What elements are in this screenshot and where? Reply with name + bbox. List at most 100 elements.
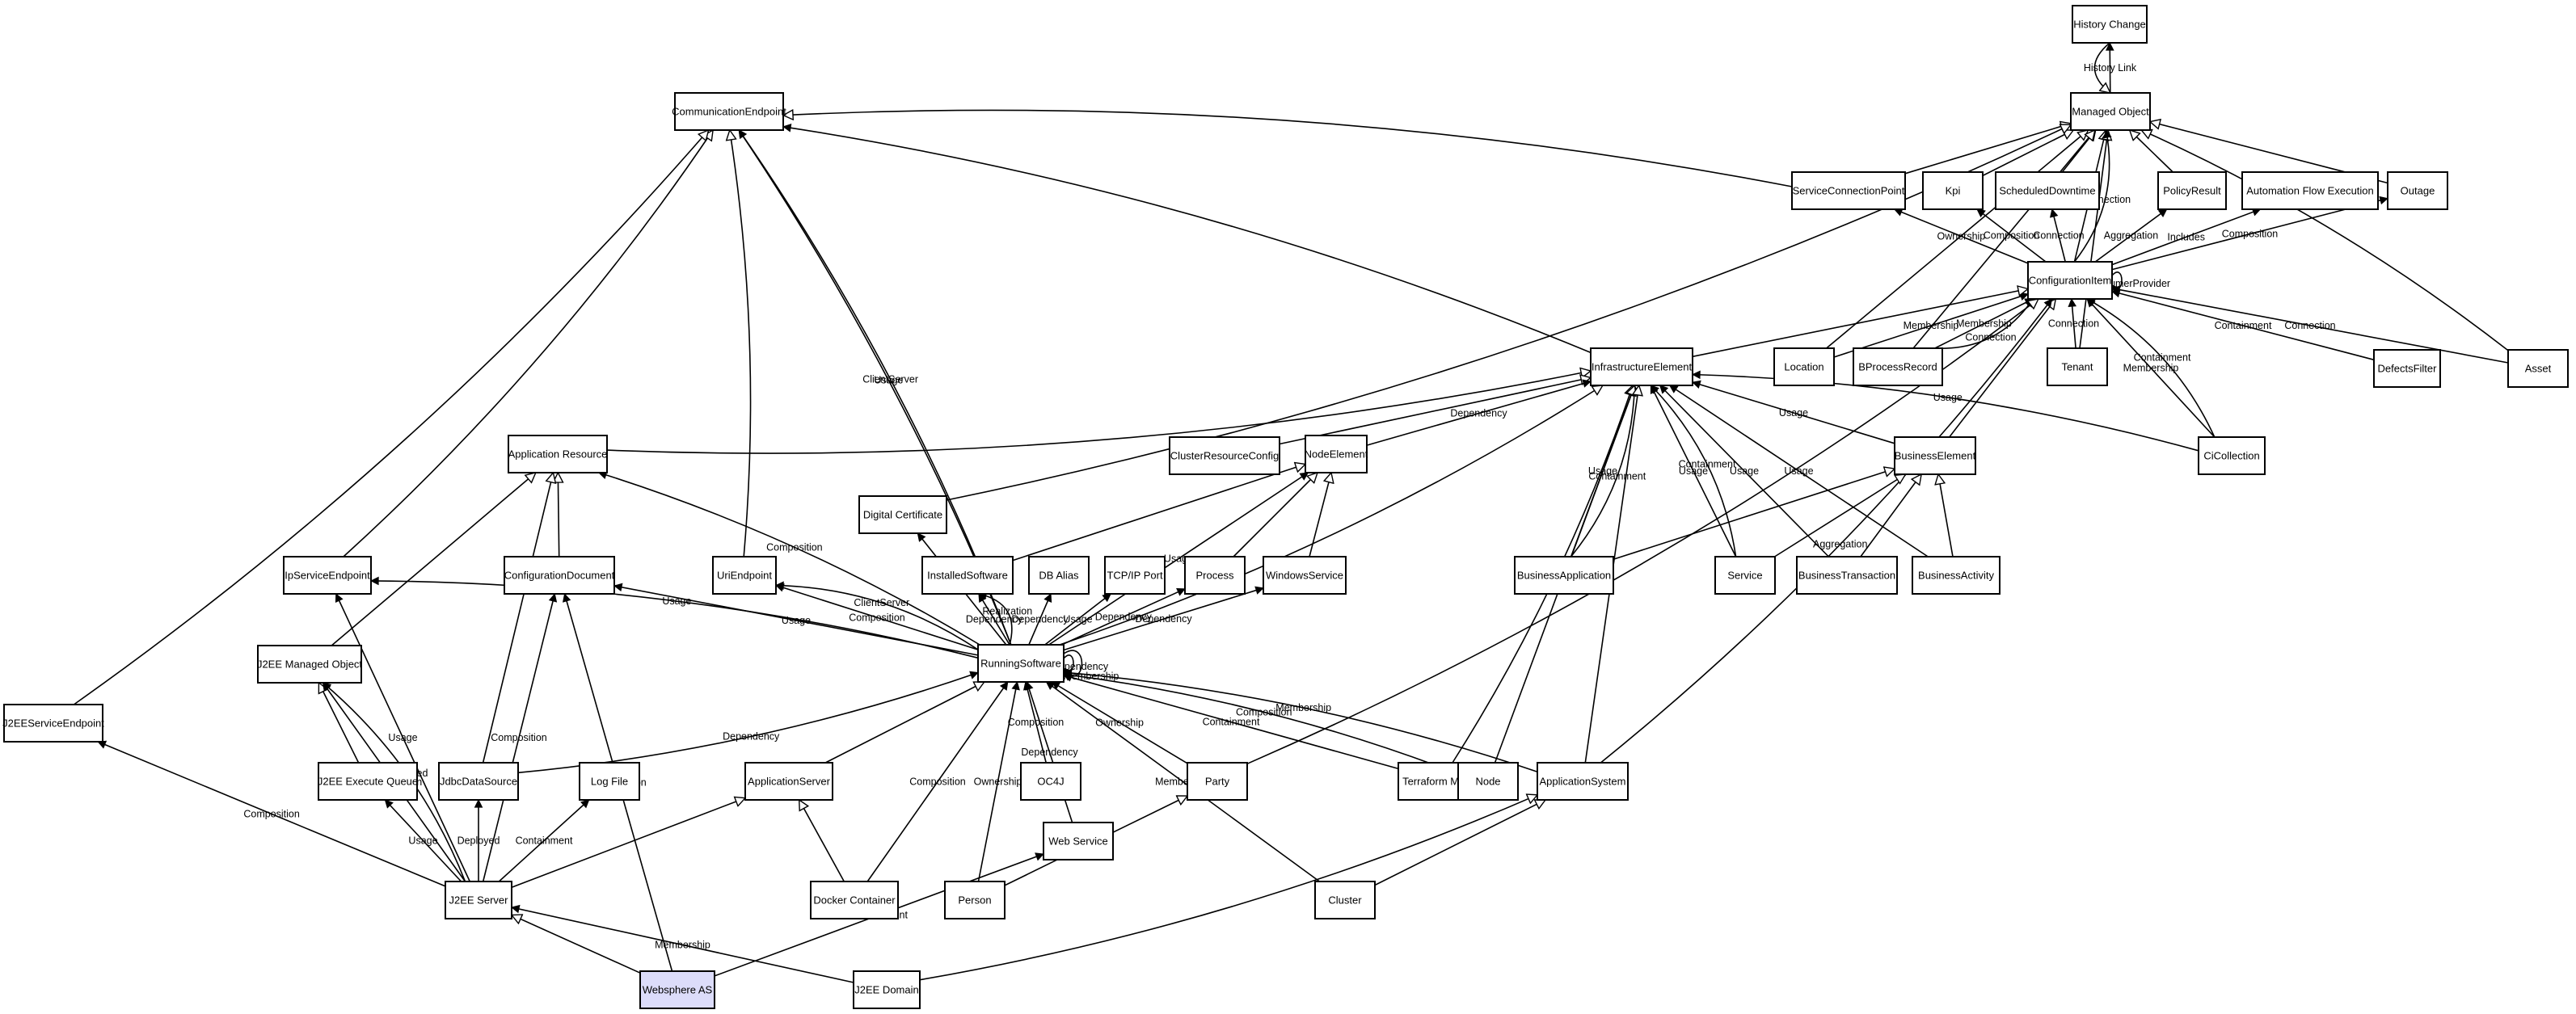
node-cluster[interactable]: Cluster xyxy=(1314,881,1376,919)
edge-scheduled-downtime-to-managed-object xyxy=(2061,130,2095,173)
node-j2eeserviceendpoint[interactable]: J2EEServiceEndpoint xyxy=(2,704,104,743)
edge-label: Usage xyxy=(1063,614,1092,625)
edge-party-to-running-software-ownership: Ownership xyxy=(1052,681,1188,764)
node-businessapplication[interactable]: BusinessApplication xyxy=(1514,556,1614,595)
edge-label: Realization xyxy=(982,606,1032,617)
node-applicationsystem[interactable]: ApplicationSystem xyxy=(1537,762,1629,801)
node-tcp-ip-port[interactable]: TCP/IP Port xyxy=(1104,556,1166,595)
edge-running-software-to-process-dependency: Dependency xyxy=(1061,589,1185,646)
edge-running-software-to-db-alias-dependency: Dependency xyxy=(1011,594,1069,646)
node-label: ConfigurationItem xyxy=(2029,275,2112,287)
node-nodeelement[interactable]: NodeElement xyxy=(1305,435,1368,473)
node-uriendpoint[interactable]: UriEndpoint xyxy=(712,556,777,595)
edge-line xyxy=(1693,375,2199,452)
node-location[interactable]: Location xyxy=(1773,347,1835,386)
node-websphere-as[interactable]: Websphere AS xyxy=(639,970,715,1009)
edge-jdbc-data-source-to-application-resource xyxy=(482,473,554,764)
node-label: PolicyResult xyxy=(2163,185,2221,197)
node-configurationitem[interactable]: ConfigurationItem xyxy=(2027,261,2113,300)
node-box xyxy=(712,556,777,595)
node-j2ee-domain[interactable]: J2EE Domain xyxy=(853,970,921,1009)
node-jdbcdatasource[interactable]: JdbcDataSource xyxy=(438,762,519,801)
node-history-change[interactable]: History Change xyxy=(2072,5,2148,44)
edge-label: Containment xyxy=(516,835,573,847)
node-box xyxy=(639,970,715,1009)
node-docker-container[interactable]: Docker Container xyxy=(810,881,899,919)
edge-bprocess-record-to-configuration-item-membership: Membership xyxy=(1934,298,2033,349)
node-scheduleddowntime[interactable]: ScheduledDowntime xyxy=(1995,171,2100,210)
edge-line xyxy=(866,682,1009,882)
node-bprocessrecord[interactable]: BProcessRecord xyxy=(1853,347,1943,386)
edge-line xyxy=(73,130,708,705)
node-runningsoftware[interactable]: RunningSoftware xyxy=(977,644,1065,683)
node-label: DB Alias xyxy=(1039,570,1079,582)
edge-label: Containment xyxy=(1203,717,1260,728)
node-businesstransaction[interactable]: BusinessTransaction xyxy=(1796,556,1898,595)
node-defectsfilter[interactable]: DefectsFilter xyxy=(2373,349,2441,388)
node-box xyxy=(1263,556,1347,595)
node-box xyxy=(1184,556,1246,595)
node-applicationserver[interactable]: ApplicationServer xyxy=(744,762,833,801)
edge-policy-result-to-managed-object xyxy=(2130,130,2173,173)
node-label: Automation Flow Execution xyxy=(2246,185,2374,197)
edge-person-to-running-software-ownership: Ownership xyxy=(974,682,1022,882)
edge-j2ee-domain-to-j2ee-server-membership: Membership xyxy=(512,907,854,983)
node-application-resource[interactable]: Application Resource xyxy=(508,435,608,473)
node-box xyxy=(810,881,899,919)
edge-service-to-infrastructure-element-usage: Usage xyxy=(1650,385,1737,557)
edge-label: Usage xyxy=(1933,392,1963,403)
node-box xyxy=(1514,556,1614,595)
node-windowsservice[interactable]: WindowsService xyxy=(1263,556,1347,595)
node-serviceconnectionpoint[interactable]: ServiceConnectionPoint xyxy=(1791,171,1906,210)
node-db-alias[interactable]: DB Alias xyxy=(1028,556,1090,595)
edge-node-element-to-infrastructure-element-dependency: Dependency xyxy=(1366,381,1591,446)
edge-line xyxy=(1938,474,1954,557)
edge-j2ee-execute-queue-to-j2ee-managed-object xyxy=(318,683,360,764)
node-person[interactable]: Person xyxy=(944,881,1006,919)
node-businesselement[interactable]: BusinessElement xyxy=(1894,436,1976,475)
node-label: J2EE Server xyxy=(449,894,509,907)
node-managed-object[interactable]: Managed Object xyxy=(2070,92,2151,131)
node-communicationendpoint[interactable]: CommunicationEndpoint xyxy=(672,92,786,131)
edge-line xyxy=(371,581,979,659)
node-ipserviceendpoint[interactable]: IpServiceEndpoint xyxy=(283,556,372,595)
node-label: BProcessRecord xyxy=(1858,361,1937,373)
edge-label: Usage xyxy=(1679,465,1708,477)
node-businessactivity[interactable]: BusinessActivity xyxy=(1912,556,2001,595)
node-box xyxy=(1305,435,1368,473)
edge-line xyxy=(2141,130,2509,351)
node-configurationdocument[interactable]: ConfigurationDocument xyxy=(504,556,615,595)
node-policyresult[interactable]: PolicyResult xyxy=(2157,171,2227,210)
node-kpi[interactable]: Kpi xyxy=(1922,171,1984,210)
node-j2ee-execute-queue[interactable]: J2EE Execute Queue xyxy=(318,762,418,801)
edge-line xyxy=(1977,208,2047,263)
node-asset[interactable]: Asset xyxy=(2507,349,2569,388)
node-web-service[interactable]: Web Service xyxy=(1043,822,1114,860)
node-digital-certificate[interactable]: Digital Certificate xyxy=(858,495,947,534)
node-process[interactable]: Process xyxy=(1184,556,1246,595)
edge-line xyxy=(558,473,559,557)
node-infrastructureelement[interactable]: InfrastructureElement xyxy=(1590,347,1693,386)
node-j2ee-managed-object[interactable]: J2EE Managed Object xyxy=(257,645,362,684)
node-oc4j[interactable]: OC4J xyxy=(1020,762,1081,801)
edge-label: Usage xyxy=(1779,407,1808,419)
node-clusterresourceconfig[interactable]: ClusterResourceConfig xyxy=(1169,436,1280,475)
edge-process-to-node-element xyxy=(1233,473,1318,557)
node-cicollection[interactable]: CiCollection xyxy=(2198,436,2266,475)
node-node[interactable]: Node xyxy=(1457,762,1519,801)
edge-jdbc-data-source-to-running-software-dependency: Dependency xyxy=(517,673,978,774)
node-installedsoftware[interactable]: InstalledSoftware xyxy=(921,556,1014,595)
node-tenant[interactable]: Tenant xyxy=(2047,347,2108,386)
node-j2ee-server[interactable]: J2EE Server xyxy=(445,881,512,919)
node-outage[interactable]: Outage xyxy=(2387,171,2448,210)
node-label: J2EE Execute Queue xyxy=(318,776,418,788)
edge-configuration-item-to-kpi-composition: Composition xyxy=(1977,208,2047,263)
node-box xyxy=(1537,762,1629,801)
node-automation-flow-execution[interactable]: Automation Flow Execution xyxy=(2241,171,2379,210)
edge-line xyxy=(1064,674,1459,775)
edge-line xyxy=(343,130,713,557)
node-party[interactable]: Party xyxy=(1187,762,1248,801)
node-label: Tenant xyxy=(2061,361,2093,373)
node-service[interactable]: Service xyxy=(1714,556,1776,595)
node-log-file[interactable]: Log File xyxy=(579,762,640,801)
